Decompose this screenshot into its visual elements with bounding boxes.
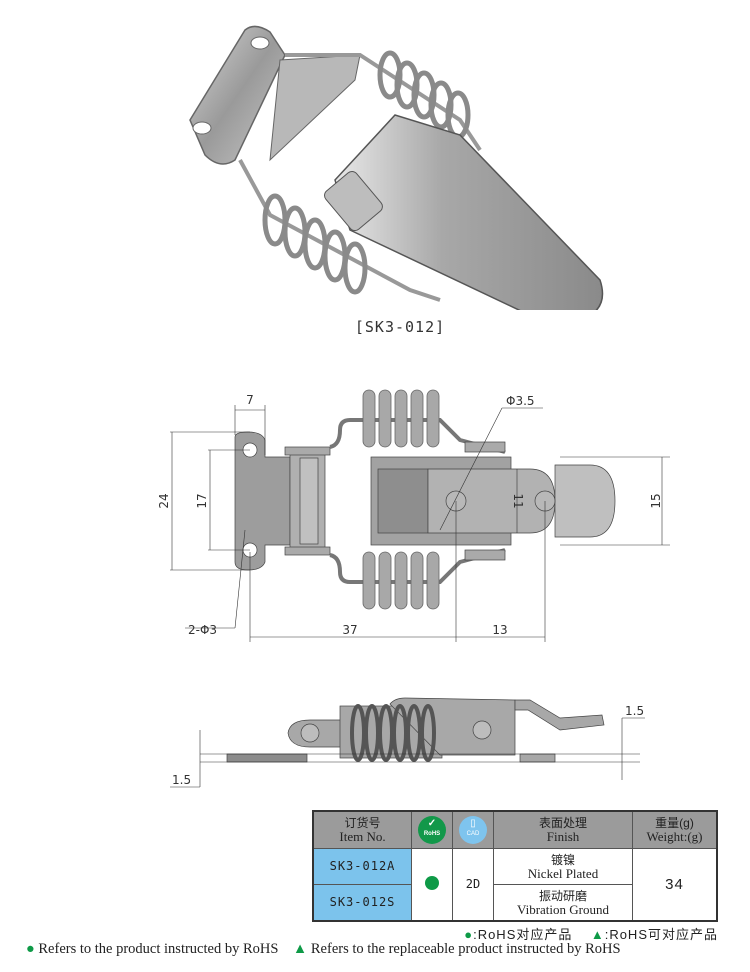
rohs-icon: ✓ RoHS [418,816,446,845]
table-row: SK3-012S 振动研磨 Vibration Ground [312,884,717,922]
header-finish: 表面处理 Finish [493,810,633,849]
header-weight: 重量(g) Weight:(g) [632,810,718,849]
table-row: SK3-012A 2D 镀镍 Nickel Plated 34 [312,848,718,922]
model-label: [SK3-012] [354,318,446,336]
item-number-cell: SK3-012S [312,884,412,922]
rohs-compliant-dot-icon [425,876,439,890]
dim-17: 17 [195,493,209,508]
header-item: 订货号 Item No. [312,810,412,849]
legend-english: ● Refers to the product instructed by Ro… [26,941,621,957]
dim-thickness-left: 1.5 [172,773,191,787]
circle-icon: ● [26,941,35,957]
dim-13: 13 [492,623,507,637]
side-view-drawing: 1.5 1.5 [170,697,645,788]
header-rohs: ✓ RoHS [411,810,453,849]
rohs-cell [411,848,453,922]
dim-holes: 2-Φ3 [188,623,217,637]
finish-cell: 振动研磨 Vibration Ground [493,884,633,922]
triangle-icon: ▲ [590,927,605,942]
item-number-cell: SK3-012A [312,848,412,885]
dim-thickness-right: 1.5 [625,704,644,718]
dim-37: 37 [342,623,357,637]
cad-file-icon: ▯ CAD [459,816,487,844]
finish-cell: 镀镍 Nickel Plated [493,848,633,885]
circle-icon: ● [464,927,474,942]
dim-pin-dia: Φ3.5 [506,394,535,408]
dim-24: 24 [157,493,171,508]
dim-7: 7 [246,393,254,407]
cad-cell: 2D [452,848,494,922]
table-header-row: 订货号 Item No. ✓ RoHS ▯ CAD 表面处理 Finish 重量… [312,810,718,849]
top-view-drawing: 7 24 17 2-Φ3 Φ3.5 11 15 37 13 [157,389,670,642]
header-cad: ▯ CAD [452,810,494,849]
legend-chinese: ●:RoHS对应产品 ▲:RoHS可对应产品 [464,927,718,942]
product-photo [189,25,604,310]
spec-table: 订货号 Item No. ✓ RoHS ▯ CAD 表面处理 Finish 重量… [312,810,718,922]
dim-11: 11 [511,493,525,508]
triangle-icon: ▲ [292,941,308,957]
dim-15: 15 [649,493,663,508]
weight-cell: 34 [632,848,718,922]
